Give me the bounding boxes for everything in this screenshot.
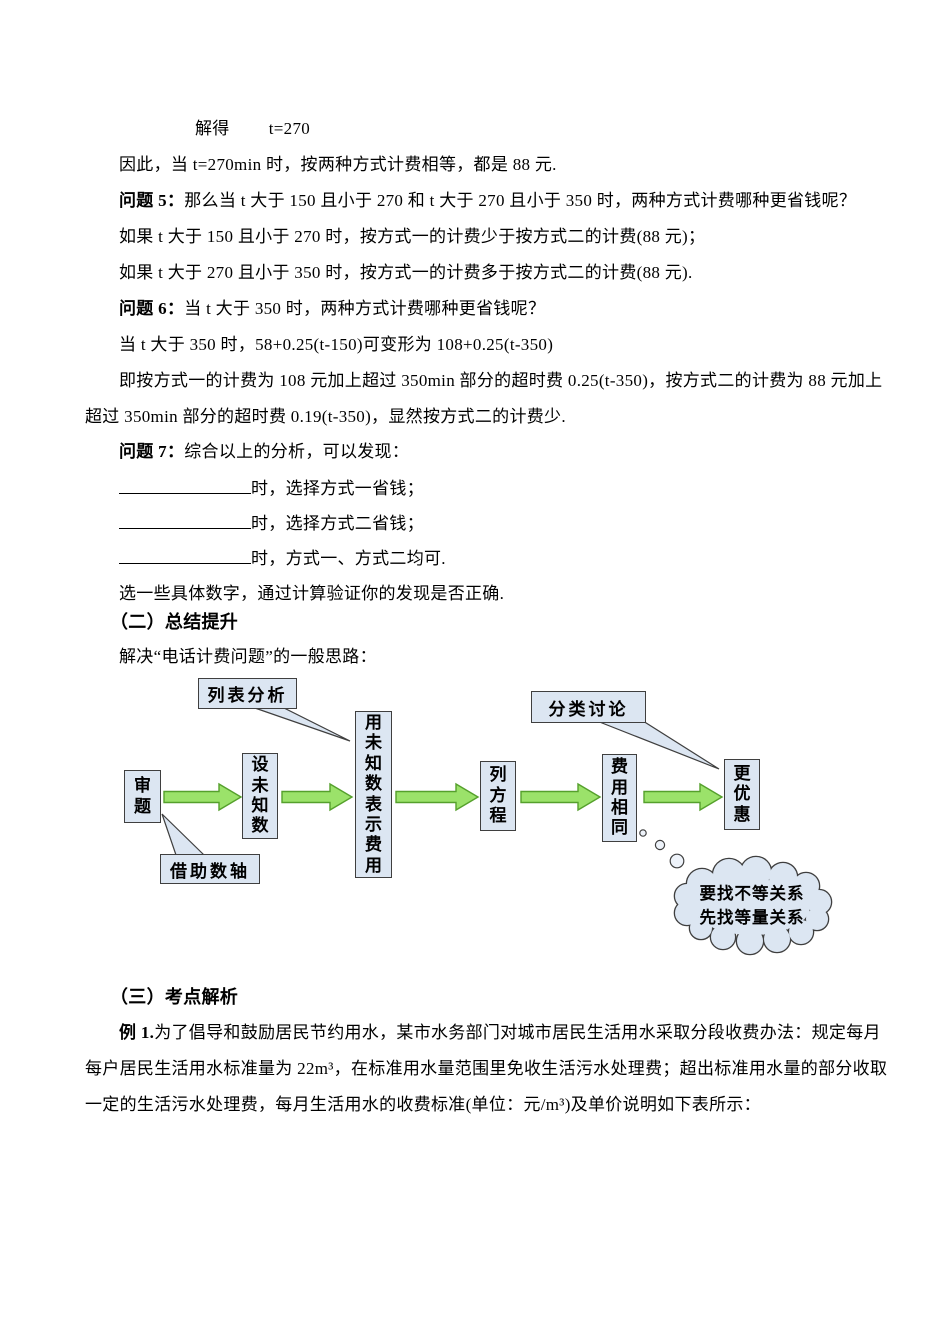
arrow-right-icon [281, 782, 354, 812]
callout-case-discussion: 分类讨论 [531, 691, 646, 723]
heading-text: （三）考点解析 [110, 987, 239, 1007]
example-label: 例 1. [119, 1023, 155, 1042]
text-line: 因此，当 t=270min 时，按两种方式计费相等，都是 88 元. [119, 154, 557, 176]
question-label: 问题 5： [119, 191, 185, 210]
flow-box-better-deal: 更优惠 [724, 759, 760, 830]
line-text: 每户居民生活用水标准量为 22m³，在标准用水量范围里免收生活污水处理费；超出标… [85, 1059, 888, 1078]
arrow-right-icon [395, 782, 480, 812]
text-line: 即按方式一的计费为 108 元加上超过 350min 部分的超时费 0.25(t… [119, 370, 882, 392]
text-line: 一定的生活污水处理费，每月生活用水的收费标准(单位：元/m³)及单价说明如下表所… [85, 1094, 761, 1116]
text-line: 如果 t 大于 150 且小于 270 时，按方式一的计费少于按方式二的计费(8… [119, 226, 705, 248]
callout-number-line: 借助数轴 [160, 854, 260, 884]
text-line-question5: 问题 5：那么当 t 大于 150 且小于 270 和 t 大于 270 且小于… [119, 190, 856, 212]
section-heading-3: （三）考点解析 [110, 986, 238, 1008]
fill-blank-line: 时，方式一、方式二均可. [119, 547, 446, 570]
flow-box-read-problem: 审题 [124, 770, 161, 823]
flow-box-label: 审题 [134, 776, 151, 816]
text-line: 选一些具体数字，通过计算验证你的发现是否正确. [119, 583, 504, 605]
fill-blank-underline [119, 477, 251, 495]
line-text: 时，选择方式一省钱； [251, 479, 424, 499]
flow-box-label: 设未知数 [251, 755, 269, 836]
text-line: 如果 t 大于 270 且小于 350 时，按方式一的计费多于按方式二的计费(8… [119, 262, 693, 284]
text-line-question7: 问题 7：综合以上的分析，可以发现： [119, 441, 409, 463]
thought-cloud [673, 855, 833, 956]
thought-circle [654, 839, 666, 851]
arrow-right-icon [520, 782, 602, 812]
line-text: 一定的生活污水处理费，每月生活用水的收费标准(单位：元/m³)及单价说明如下表所… [85, 1095, 761, 1114]
flow-box-label: 用未知数表示费用 [365, 712, 382, 875]
cloud-text-line: 要找不等关系 [699, 885, 805, 903]
line-text: 因此，当 t=270min 时，按两种方式计费相等，都是 88 元. [119, 155, 557, 174]
line-text: 解决“电话计费问题”的一般思路： [119, 647, 377, 666]
callout-pointer [251, 706, 351, 742]
callout-label: 列表分析 [207, 686, 288, 705]
flow-box-label: 更优惠 [733, 763, 751, 824]
arrow-right-icon [163, 782, 243, 812]
section-heading-2: （二）总结提升 [110, 611, 238, 633]
text-line-question6: 问题 6：当 t 大于 350 时，两种方式计费哪种更省钱呢？ [119, 298, 545, 320]
line-text: 选一些具体数字，通过计算验证你的发现是否正确. [119, 584, 505, 603]
line-text: 即按方式一的计费为 108 元加上超过 350min 部分的超时费 0.25(t… [119, 371, 883, 390]
flow-box-label: 费用相同 [611, 757, 628, 838]
flow-box-label: 列方程 [489, 765, 507, 826]
line-text: 时，选择方式二省钱； [251, 514, 424, 534]
flow-arrows [163, 782, 724, 812]
thought-circle [639, 829, 647, 837]
callout-label: 分类讨论 [548, 699, 629, 719]
cloud-text-line: 先找等量关系 [699, 909, 805, 927]
line-text: 如果 t 大于 150 且小于 270 时，按方式一的计费少于按方式二的计费(8… [119, 227, 706, 246]
fill-blank-underline [119, 512, 251, 530]
text-line-example1: 例 1.为了倡导和鼓励居民节约用水，某市水务部门对城市居民生活用水采取分段收费办… [119, 1022, 881, 1044]
callout-label: 借助数轴 [170, 861, 250, 881]
callout-pointer [161, 813, 206, 856]
thought-circle [669, 853, 685, 869]
line-text: 超过 350min 部分的超时费 0.19(t-350)，显然按方式二的计费少. [85, 407, 566, 426]
text-line: 每户居民生活用水标准量为 22m³，在标准用水量范围里免收生活污水处理费；超出标… [85, 1058, 887, 1080]
flow-box-list-equation: 列方程 [480, 761, 516, 831]
line-text: 当 t 大于 350 时，两种方式计费哪种更省钱呢？ [184, 299, 546, 318]
text-line: 解决“电话计费问题”的一般思路： [119, 646, 377, 668]
question-label: 问题 7： [119, 442, 185, 461]
flow-box-set-unknown: 设未知数 [242, 753, 278, 839]
text-line: 超过 350min 部分的超时费 0.19(t-350)，显然按方式二的计费少. [85, 406, 566, 428]
question-label: 问题 6： [119, 299, 185, 318]
flowchart-graphics [161, 706, 833, 956]
heading-text: （二）总结提升 [110, 612, 239, 632]
callout-pointers [161, 706, 720, 856]
fill-blank-line: 时，选择方式一省钱； [119, 477, 424, 500]
callout-table-analysis: 列表分析 [198, 678, 297, 709]
text-line: 当 t 大于 350 时，58+0.25(t-150)可变形为 108+0.25… [119, 334, 553, 356]
thought-trail-circles [639, 829, 685, 869]
fill-blank-line: 时，选择方式二省钱； [119, 512, 424, 535]
line-text: 如果 t 大于 270 且小于 350 时，按方式一的计费多于按方式二的计费(8… [119, 263, 693, 282]
line-text: 那么当 t 大于 150 且小于 270 和 t 大于 270 且小于 350 … [184, 191, 857, 210]
line-text: 综合以上的分析，可以发现： [184, 442, 410, 461]
text-line-solve: 解得 t=270 [195, 118, 310, 140]
flow-box-equal-cost: 费用相同 [602, 754, 637, 842]
thought-cloud-text: 要找不等关系 先找等量关系 [676, 882, 828, 930]
flow-box-express-cost: 用未知数表示费用 [355, 711, 392, 878]
line-text: 当 t 大于 350 时，58+0.25(t-150)可变形为 108+0.25… [119, 335, 554, 354]
line-text: 为了倡导和鼓励居民节约用水，某市水务部门对城市居民生活用水采取分段收费办法：规定… [154, 1023, 881, 1042]
line-text: 解得 t=270 [195, 119, 311, 138]
line-text: 时，方式一、方式二均可. [251, 549, 446, 569]
arrow-right-icon [643, 782, 724, 812]
fill-blank-underline [119, 547, 251, 565]
